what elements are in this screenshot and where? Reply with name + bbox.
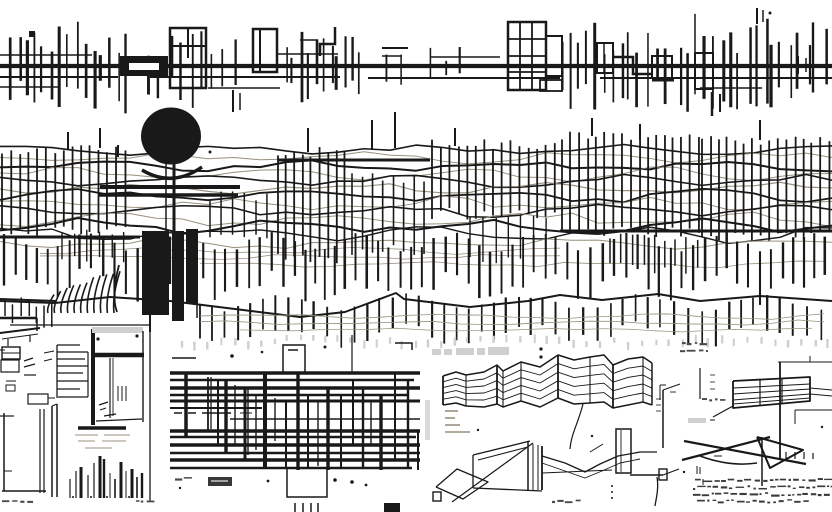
sun-pillar-figure [117, 107, 212, 332]
bottom-panel-sketch [0, 324, 155, 503]
bottom-panel-ribbon-wireframe [425, 347, 681, 507]
bottom-panel-perspective-notes [658, 342, 832, 504]
bottom-panel-woven-bars [170, 335, 420, 512]
top-score-band [0, 8, 832, 116]
middle-net-band [0, 112, 832, 351]
